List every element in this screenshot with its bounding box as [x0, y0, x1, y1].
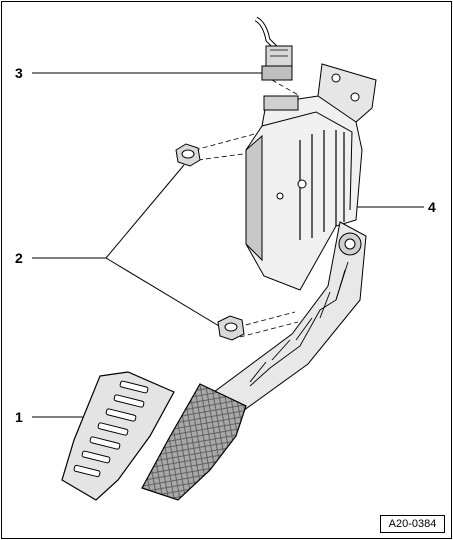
callout-1: 1 — [15, 409, 23, 425]
callout-3: 3 — [15, 65, 23, 81]
pedal-module-housing — [245, 63, 377, 291]
callout-4: 4 — [428, 199, 436, 215]
mounting-nut-upper — [175, 143, 201, 167]
pedal-pad-cover — [61, 371, 175, 501]
wiring-connector — [254, 16, 293, 81]
callout-2: 2 — [15, 250, 23, 266]
figure-reference-code: A20-0384 — [380, 515, 445, 533]
pedal-pad — [141, 383, 247, 501]
mounting-nut-lower — [217, 315, 245, 341]
